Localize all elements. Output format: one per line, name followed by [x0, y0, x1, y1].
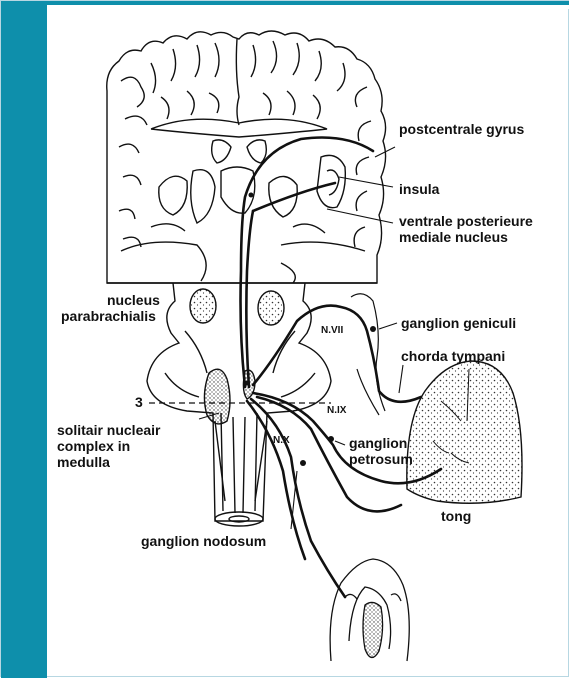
label-ganglion-nodosum: ganglion nodosum — [141, 533, 266, 549]
geniculate-ganglion-dot — [370, 326, 376, 332]
brainstem — [147, 283, 331, 526]
label-n-vii: N.VII — [321, 325, 343, 336]
label-solitair-line2: complex in — [57, 438, 130, 454]
leader-lines — [199, 147, 403, 529]
label-solitair-line1: solitair nucleair — [57, 422, 161, 438]
label-vpm-line1: ventrale posterieure — [399, 213, 533, 229]
petrosal-ganglion-dot — [328, 436, 334, 442]
facial-canal — [351, 294, 385, 415]
pharynx-epiglottis — [330, 559, 409, 661]
label-nucleus-pb-line2: parabrachialis — [61, 308, 156, 324]
brain-coronal-section — [107, 31, 386, 283]
label-ganglion-petrosum-line2: petrosum — [349, 451, 413, 467]
label-vpm-line2: mediale nucleus — [399, 229, 508, 245]
label-solitair-line3: medulla — [57, 454, 110, 470]
thalamic-synapse-dot — [249, 193, 254, 198]
nodose-ganglion-dot — [300, 460, 306, 466]
label-ganglion-geniculi: ganglion geniculi — [401, 315, 516, 331]
tongue — [407, 361, 522, 503]
label-ganglion-petrosum-line1: ganglion — [349, 435, 407, 451]
label-postcentrale-gyrus: postcentrale gyrus — [399, 121, 524, 137]
label-chorda-tympani: chorda tympani — [401, 348, 505, 364]
label-insula: insula — [399, 181, 440, 197]
label-tong: tong — [441, 508, 471, 524]
label-nucleus-pb-line1: nucleus — [107, 292, 160, 308]
label-n-x: N.X — [273, 435, 290, 446]
label-level-3: 3 — [135, 394, 143, 410]
nerve-pathways — [241, 138, 442, 598]
solitary-synapse-dot — [245, 381, 250, 386]
label-n-ix: N.IX — [327, 405, 347, 416]
